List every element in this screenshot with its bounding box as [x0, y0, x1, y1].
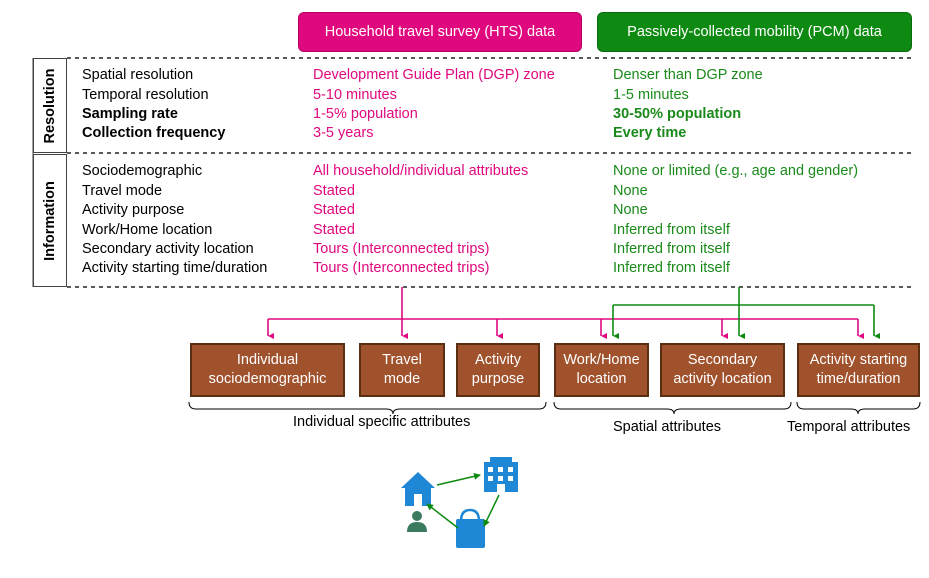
hts-header: Household travel survey (HTS) data — [298, 12, 582, 52]
attribute-line: location — [576, 371, 627, 387]
person-icon — [407, 511, 427, 532]
individual-brace — [188, 401, 547, 415]
pcm-value: None — [613, 202, 648, 218]
row-label: Collection frequency — [82, 125, 226, 141]
attribute-line: Individual — [236, 352, 299, 368]
pcm-value: Inferred from itself — [613, 260, 730, 276]
shopping-bag-icon — [456, 508, 485, 548]
table-borders — [32, 57, 912, 288]
hts-value: Stated — [313, 222, 355, 238]
pcm-value: None — [613, 183, 648, 199]
attribute-line: time/duration — [816, 371, 901, 387]
pcm-connectors — [612, 287, 874, 336]
group-label-individual: Individual specific attributes — [293, 414, 471, 430]
row-label: Sampling rate — [82, 106, 178, 122]
hts-value: Development Guide Plan (DGP) zone — [313, 67, 555, 83]
attribute-line: Activity — [475, 352, 521, 368]
resolution-section-label: Resolution — [33, 58, 67, 153]
hts-value: Tours (Interconnected trips) — [313, 260, 490, 276]
building-icon — [484, 457, 518, 492]
pcm-value: Denser than DGP zone — [613, 67, 763, 83]
attribute-line: Travel — [382, 352, 422, 368]
pcm-value: Inferred from itself — [613, 241, 730, 257]
attribute-box-secondary-activity-location: Secondary activity location — [660, 343, 785, 397]
attribute-line: Activity starting — [809, 352, 908, 368]
row-label: Activity starting time/duration — [82, 260, 268, 276]
hts-header-label: Household travel survey (HTS) data — [324, 24, 556, 40]
row-label: Spatial resolution — [82, 67, 194, 83]
attribute-line: Secondary — [687, 352, 758, 368]
home-icon — [401, 472, 435, 506]
attribute-line: activity location — [673, 371, 772, 387]
group-braces — [188, 401, 921, 415]
hts-value: All household/individual attributes — [313, 163, 529, 179]
hts-value: 1-5% population — [313, 106, 418, 122]
pcm-value: Inferred from itself — [613, 222, 730, 238]
group-label-spatial: Spatial attributes — [613, 419, 722, 435]
pcm-value: 30-50% population — [613, 106, 742, 122]
hts-value: Tours (Interconnected trips) — [313, 241, 490, 257]
attribute-box-travel-mode: Travel mode — [359, 343, 445, 397]
pcm-header: Passively-collected mobility (PCM) data — [597, 12, 912, 52]
pcm-value: Every time — [613, 125, 687, 141]
hts-value: Stated — [313, 202, 355, 218]
attribute-line: mode — [383, 371, 421, 387]
attribute-line: Work/Home — [563, 352, 640, 368]
row-label: Secondary activity location — [82, 241, 254, 257]
hts-value: 5-10 minutes — [313, 87, 397, 103]
attribute-line: purpose — [471, 371, 525, 387]
attribute-box-activity-purpose: Activity purpose — [456, 343, 540, 397]
attribute-line: sociodemographic — [208, 371, 327, 387]
pcm-value: None or limited (e.g., age and gender) — [613, 163, 859, 179]
spatial-brace — [553, 401, 792, 415]
row-label: Activity purpose — [82, 202, 185, 218]
group-label-temporal: Temporal attributes — [787, 419, 911, 435]
row-label: Work/Home location — [82, 222, 213, 238]
pcm-header-label: Passively-collected mobility (PCM) data — [627, 24, 882, 40]
attribute-box-activity-starting-time: Activity starting time/duration — [797, 343, 920, 397]
pcm-value: 1-5 minutes — [613, 87, 689, 103]
row-label: Sociodemographic — [82, 163, 203, 179]
row-label: Temporal resolution — [82, 87, 209, 103]
hts-value: Stated — [313, 183, 355, 199]
attribute-box-individual-sociodemographic: Individual sociodemographic — [190, 343, 345, 397]
activity-cycle-illustration — [401, 457, 518, 548]
hts-value: 3-5 years — [313, 125, 374, 141]
attribute-box-work-home-location: Work/Home location — [554, 343, 649, 397]
hts-connectors — [267, 287, 858, 336]
temporal-brace — [796, 401, 921, 415]
row-label: Travel mode — [82, 183, 163, 199]
